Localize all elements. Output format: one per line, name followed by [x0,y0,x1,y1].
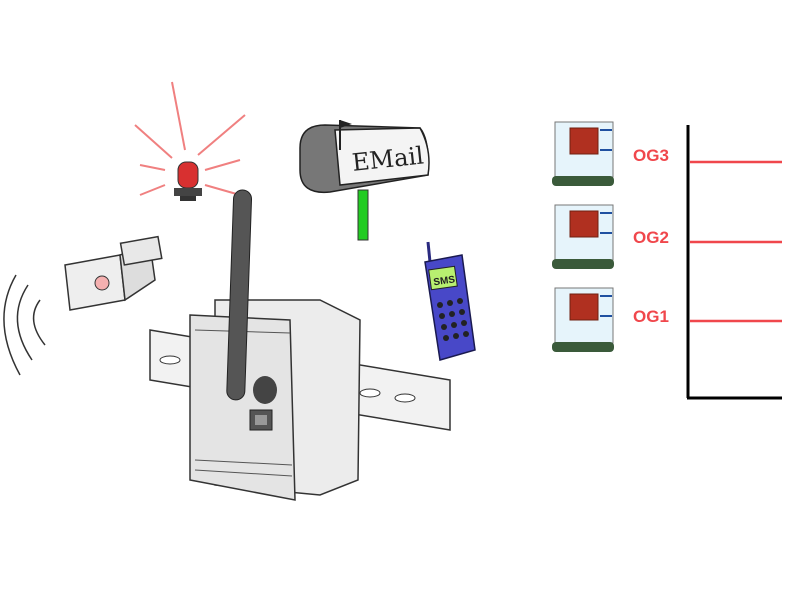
floor-label-og2: OG2 [633,228,669,247]
gsm-modem-device [189,189,361,501]
elevator-icon-og1 [552,287,614,352]
siren-horn-icon [3,235,163,376]
floor-label-og3: OG3 [633,146,669,165]
floor-label-og1: OG1 [633,307,669,326]
floor-axis: OG3 OG2 OG1 [633,125,782,400]
elevator-icon-og3 [552,121,614,186]
elevator-icon-og2 [552,204,614,269]
warning-beacon-icon [134,81,246,201]
email-mailbox-icon: EMail [299,120,430,241]
mobile-phone-icon: SMS [424,241,476,361]
sms-label: SMS [433,274,456,288]
